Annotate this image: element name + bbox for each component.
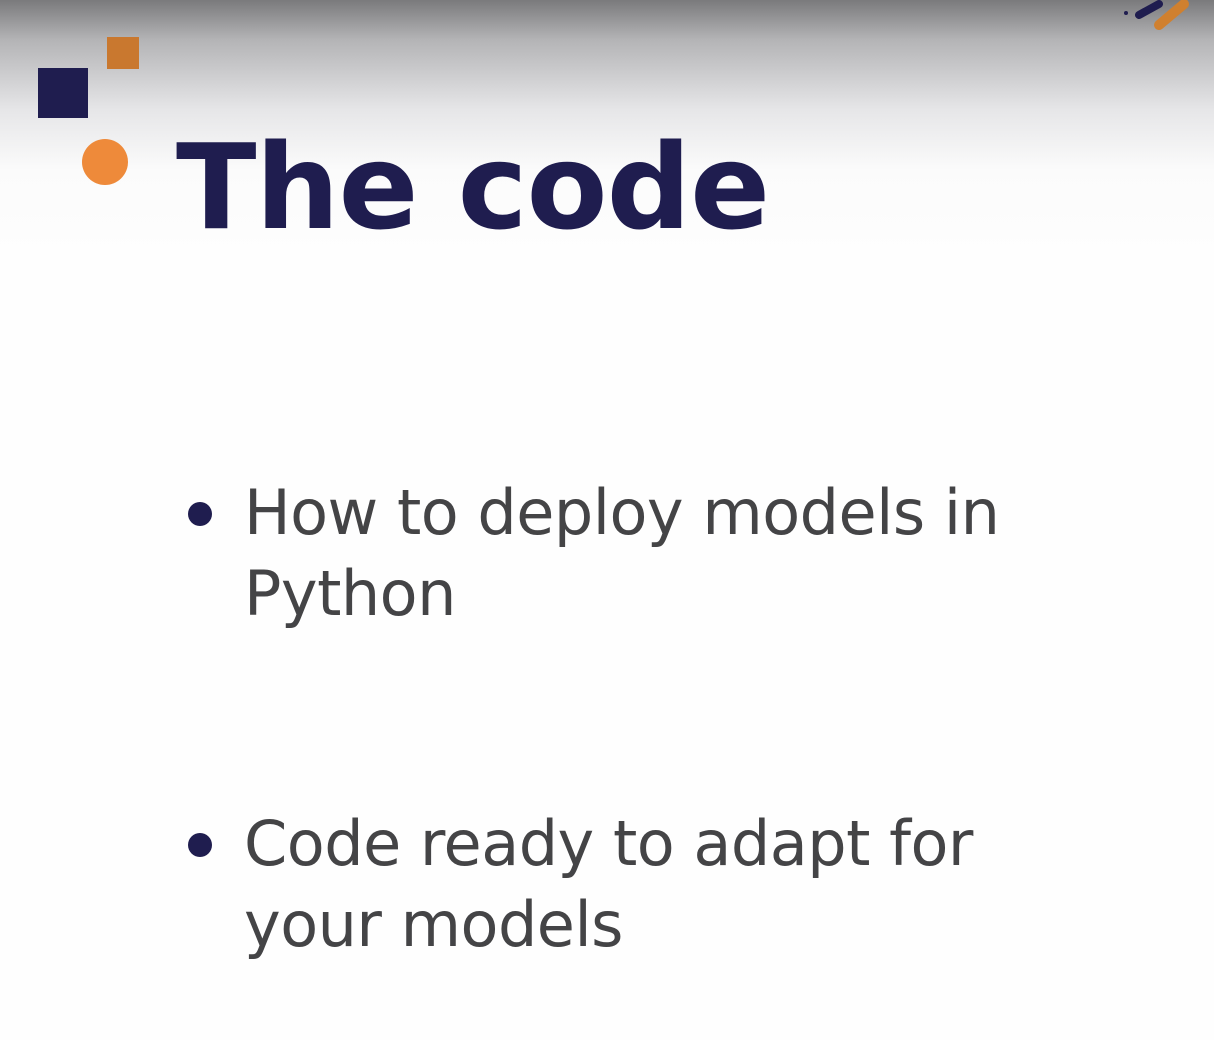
- bullet-dot-icon: [188, 502, 212, 526]
- orange-square-decoration: [107, 37, 139, 69]
- corner-logo-icon: [1124, 0, 1189, 30]
- navy-square-decoration: [38, 68, 88, 118]
- bullet-dot-icon: [188, 833, 212, 857]
- bullet-text: How to deploy models in Python: [244, 476, 1000, 630]
- orange-circle-decoration: [82, 139, 128, 185]
- bullet-text: Code ready to adapt for your models: [244, 807, 973, 961]
- slide-title: The code: [176, 118, 770, 256]
